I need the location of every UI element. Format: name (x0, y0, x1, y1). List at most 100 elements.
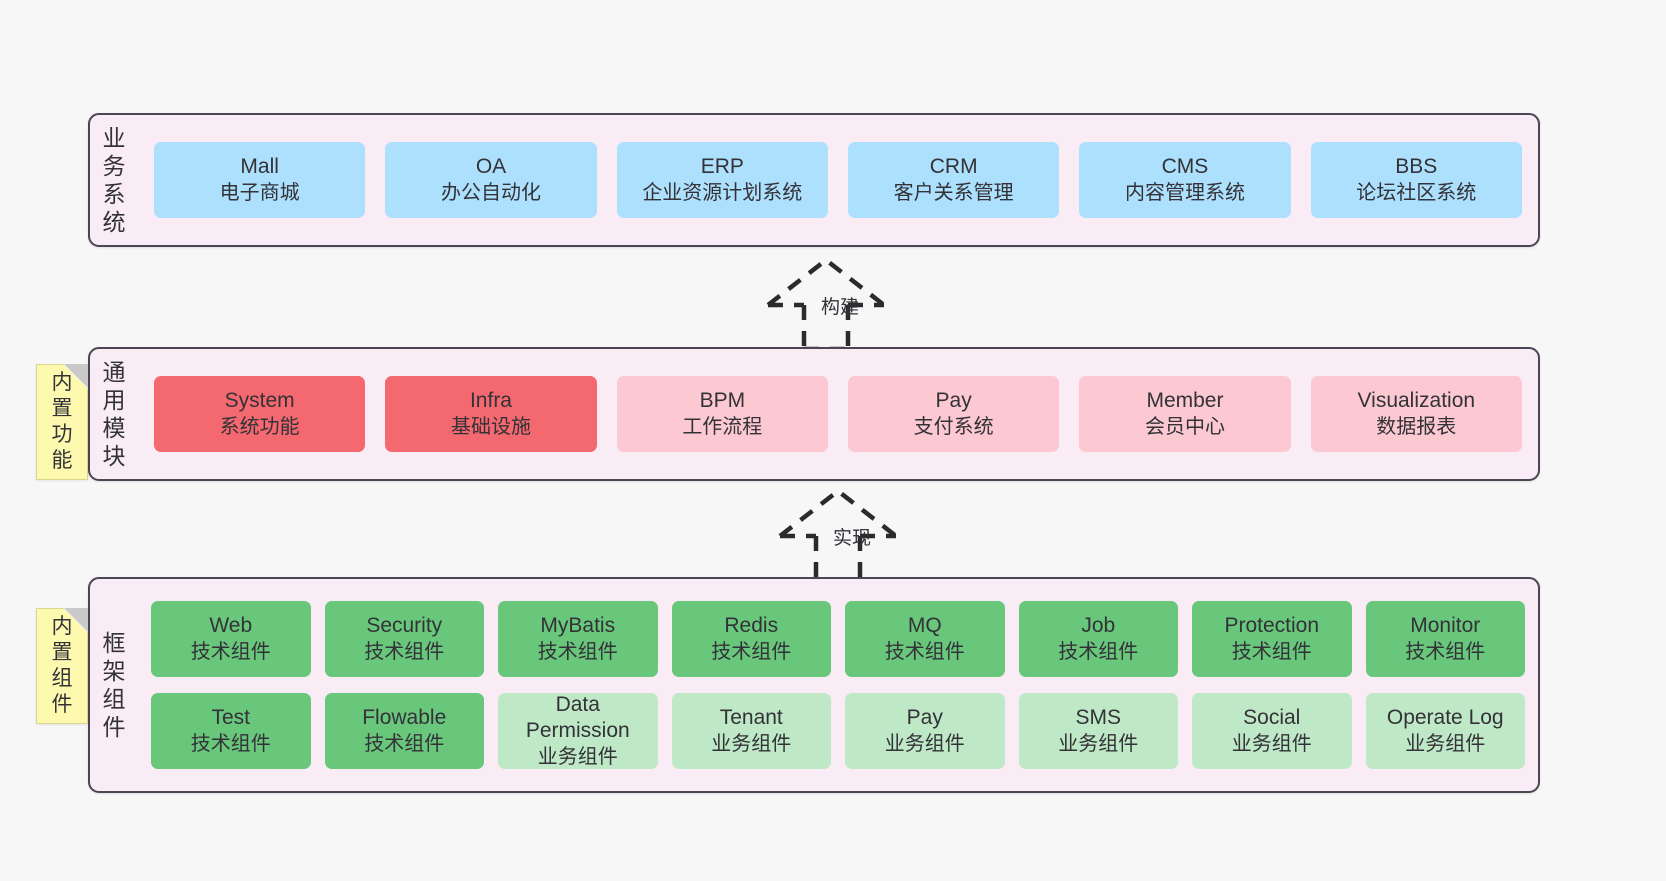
card-data-permission[interactable]: Data Permission 业务组件 (498, 693, 658, 769)
layer-body-common-modules: System 系统功能 Infra 基础设施 BPM 工作流程 Pay 支付系统… (138, 349, 1538, 479)
card-operate-log[interactable]: Operate Log 业务组件 (1365, 693, 1525, 769)
layer-title-business-systems: 业 务 系 统 (90, 115, 138, 245)
card-subtitle: 内容管理系统 (1124, 181, 1245, 204)
framework-row-technical: Web 技术组件 Security 技术组件 MyBatis 技术组件 Redi… (144, 601, 1532, 677)
card-subtitle: 技术组件 (1405, 640, 1486, 663)
card-subtitle: 会员中心 (1144, 415, 1225, 438)
layer-title-char: 统 (102, 209, 126, 236)
card-subtitle: 技术组件 (1058, 640, 1139, 663)
layer-framework-components: 框 架 组 件 Web 技术组件 Security 技术组件 MyBatis 技… (88, 577, 1540, 793)
card-tenant[interactable]: Tenant 业务组件 (671, 693, 831, 769)
note-builtin-component: 内 置 组 件 (36, 608, 88, 724)
card-subtitle: 工作流程 (682, 415, 763, 438)
card-system[interactable]: System 系统功能 (154, 376, 366, 452)
card-subtitle: 技术组件 (537, 640, 618, 663)
layer-title-char: 架 (102, 657, 126, 684)
card-visualization[interactable]: Visualization 数据报表 (1310, 376, 1522, 452)
connector-implement: 实现 (752, 486, 952, 586)
card-title: Operate Log (1386, 706, 1504, 730)
layer-title-char: 用 (102, 386, 126, 413)
card-subtitle: 办公自动化 (440, 181, 541, 204)
card-bpm[interactable]: BPM 工作流程 (616, 376, 828, 452)
layer-title-char: 组 (102, 686, 126, 712)
card-cms[interactable]: CMS 内容管理系统 (1079, 142, 1291, 218)
card-title: ERP (700, 155, 744, 179)
card-sms[interactable]: SMS 业务组件 (1018, 693, 1178, 769)
card-bbs[interactable]: BBS 论坛社区系统 (1310, 142, 1522, 218)
card-redis[interactable]: Redis 技术组件 (671, 601, 831, 677)
note-char: 置 (51, 640, 73, 664)
layer-title-common-modules: 通 用 模 块 (90, 349, 138, 479)
card-subtitle: 系统功能 (219, 415, 300, 438)
note-char: 内 (51, 614, 73, 638)
card-infra[interactable]: Infra 基础设施 (385, 376, 597, 452)
note-builtin-function: 内 置 功 能 (36, 364, 88, 480)
build-arrow-icon (766, 257, 886, 352)
card-member[interactable]: Member 会员中心 (1079, 376, 1291, 452)
card-subtitle: 业务组件 (537, 745, 618, 768)
framework-rows: Web 技术组件 Security 技术组件 MyBatis 技术组件 Redi… (144, 593, 1532, 777)
layer-title-char: 务 (102, 152, 126, 179)
card-social[interactable]: Social 业务组件 (1192, 693, 1352, 769)
card-subtitle: 数据报表 (1376, 415, 1457, 438)
card-oa[interactable]: OA 办公自动化 (385, 142, 597, 218)
layer-business-systems: 业 务 系 统 Mall 电子商城 OA 办公自动化 ERP 企业资源计划系统 … (88, 113, 1540, 247)
card-title: Redis (724, 614, 779, 638)
card-title: Job (1081, 614, 1116, 638)
card-title: MyBatis (540, 614, 616, 638)
card-flowable[interactable]: Flowable 技术组件 (324, 693, 484, 769)
card-job[interactable]: Job 技术组件 (1018, 601, 1178, 677)
layer-common-modules: 通 用 模 块 System 系统功能 Infra 基础设施 BPM 工作流程 … (88, 347, 1540, 481)
card-test[interactable]: Test 技术组件 (151, 693, 311, 769)
note-char: 能 (51, 449, 73, 473)
card-subtitle: 技术组件 (190, 640, 271, 663)
card-subtitle: 技术组件 (364, 732, 445, 755)
card-subtitle: 技术组件 (711, 640, 792, 663)
card-monitor[interactable]: Monitor 技术组件 (1365, 601, 1525, 677)
card-crm[interactable]: CRM 客户关系管理 (847, 142, 1060, 218)
card-pay-module[interactable]: Pay 支付系统 (847, 376, 1060, 452)
framework-row-business: Test 技术组件 Flowable 技术组件 Data Permission … (144, 693, 1532, 769)
card-subtitle: 业务组件 (1058, 732, 1139, 755)
card-title: Web (209, 614, 253, 638)
card-subtitle: 论坛社区系统 (1356, 181, 1477, 204)
card-title: Pay (906, 706, 943, 730)
card-pay-component[interactable]: Pay 业务组件 (845, 693, 1005, 769)
card-title: Infra (469, 389, 512, 413)
layer-title-char: 件 (102, 714, 126, 741)
card-title: Flowable (362, 706, 447, 730)
layer-title-char: 业 (102, 124, 126, 151)
note-char: 内 (51, 370, 73, 394)
card-subtitle: 业务组件 (884, 732, 965, 755)
layer-title-char: 模 (102, 415, 126, 441)
card-mybatis[interactable]: MyBatis 技术组件 (498, 601, 658, 677)
card-mall[interactable]: Mall 电子商城 (154, 142, 366, 218)
card-title: Data Permission (525, 692, 630, 743)
card-title: CMS (1161, 155, 1209, 179)
card-title: BBS (1395, 155, 1438, 179)
card-subtitle: 企业资源计划系统 (642, 181, 803, 204)
note-char: 组 (51, 667, 73, 690)
note-char: 功 (51, 423, 73, 446)
card-title: Security (366, 614, 443, 638)
card-mq[interactable]: MQ 技术组件 (845, 601, 1005, 677)
card-title: OA (475, 155, 507, 179)
implement-arrow-icon (778, 488, 898, 583)
card-protection[interactable]: Protection 技术组件 (1192, 601, 1352, 677)
card-title: System (224, 389, 295, 413)
card-subtitle: 基础设施 (450, 415, 531, 438)
card-subtitle: 业务组件 (1231, 732, 1312, 755)
note-char: 件 (51, 693, 73, 717)
card-title: Pay (935, 389, 972, 413)
card-web[interactable]: Web 技术组件 (151, 601, 311, 677)
card-title: Mall (240, 155, 279, 179)
card-title: BPM (699, 389, 746, 413)
card-subtitle: 技术组件 (884, 640, 965, 663)
card-subtitle: 技术组件 (364, 640, 445, 663)
card-security[interactable]: Security 技术组件 (324, 601, 484, 677)
note-char: 置 (51, 396, 73, 420)
connector-build: 构建 (740, 255, 940, 355)
card-erp[interactable]: ERP 企业资源计划系统 (616, 142, 828, 218)
card-title: SMS (1075, 706, 1121, 730)
card-title: Social (1243, 706, 1301, 730)
